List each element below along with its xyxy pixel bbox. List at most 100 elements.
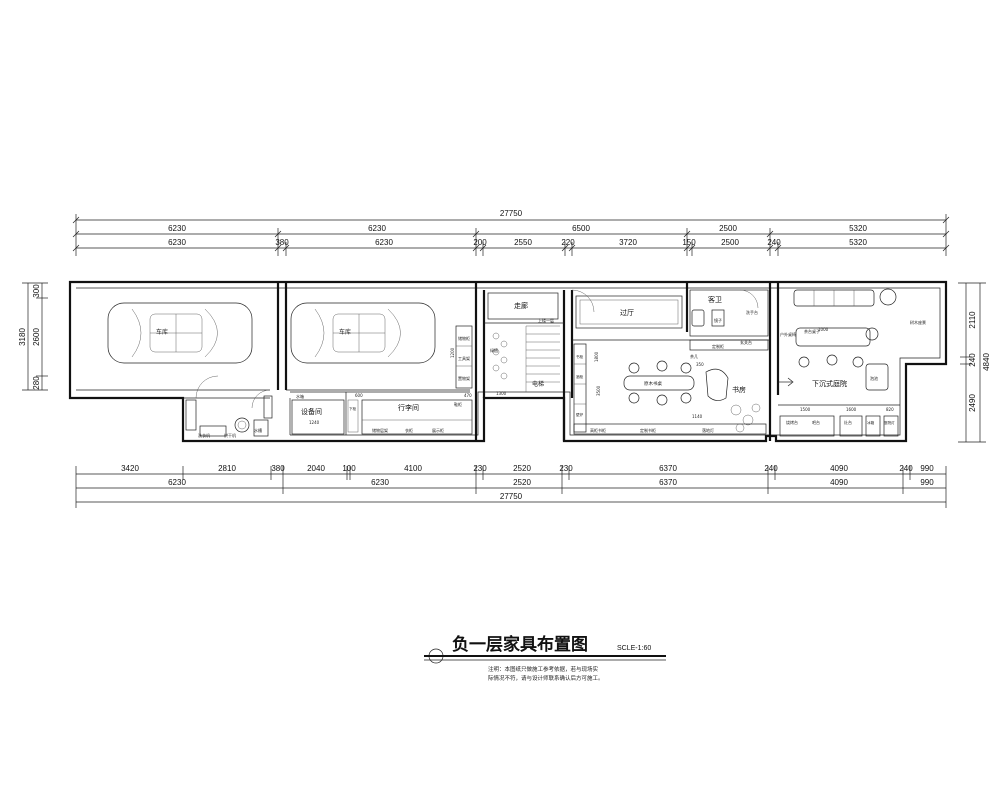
title-block: 负一层家具布置图 SCLE-1:60 注明：本图纸只做施工参考依据，若与现场实 … — [424, 634, 666, 682]
dim-left-3: 280 — [32, 376, 41, 390]
garage-2: 车库 储物柜 工具架 置物架 — [290, 302, 473, 389]
right-dimensions: 2110 240 4840 2490 — [958, 282, 991, 443]
dim-1500: 1500 — [800, 407, 811, 412]
dim-top-r2-9: 240 — [767, 238, 781, 247]
dim-bot-r1-7: 2520 — [513, 464, 531, 473]
dim-3500: 3500 — [596, 385, 601, 396]
drawing-title: 负一层家具布置图 — [452, 634, 588, 655]
dim-bot-r1-6: 230 — [473, 464, 487, 473]
dim-bot-r1-0: 3420 — [121, 464, 139, 473]
dim-top-total: 27750 — [500, 209, 523, 218]
shoe-cab-label: 鞋柜 — [454, 401, 462, 407]
dim-top-r1-2: 6500 — [572, 224, 590, 233]
outdoor-label: 户外桌椅 — [780, 331, 796, 337]
equipment-label: 设备间 — [301, 407, 322, 416]
dim-bot-r1-11: 4090 — [830, 464, 848, 473]
dim-top-r1-0: 6230 — [168, 224, 186, 233]
tea-table-label: 茶台桌子 — [804, 328, 820, 334]
dim-350: 350 — [696, 362, 704, 367]
lower-cab-label: 下柜 — [349, 406, 357, 411]
study: 书柜 酒柜 定制柜 原木书桌 书房 1800 1140 高柜书柜 定制书柜 落地… — [573, 339, 769, 435]
note-line-1: 注明：本图纸只做施工参考依据，若与现场实 — [488, 665, 599, 673]
dim-bot-r1-4: 100 — [342, 464, 356, 473]
mirror-label: 镜子 — [714, 317, 722, 323]
elevator-label: 电梯 — [532, 380, 544, 388]
sunken-garden-label: 下沉式庭院 — [812, 379, 847, 388]
car-icon — [107, 302, 253, 364]
garage-1-label: 车库 — [156, 328, 168, 336]
sunken-garden: 树木座景 茶台桌子 1000 户外桌椅 泡池 下沉式庭院 1500 1600 8… — [778, 288, 926, 437]
bar-label: 吧台 — [812, 419, 820, 425]
study-label: 书房 — [732, 385, 746, 394]
hall: 过厅 — [571, 289, 683, 329]
dim-bot-r2-2: 2520 — [513, 478, 531, 487]
dim-bot-r1-5: 4100 — [404, 464, 422, 473]
top-dimensions: 27750 6230 6230 6500 2500 5320 6230 380 … — [72, 209, 950, 256]
dim-left-0: 300 — [32, 284, 41, 298]
spa-label: 泡池 — [870, 375, 878, 381]
luggage-room: 行李间 600 470 储物层架 衣柜 展示柜 鞋柜 — [355, 393, 473, 435]
garden-light-label: 庭院灯 — [884, 420, 895, 425]
wine-cab-label: 酒柜 — [576, 374, 584, 379]
dim-820: 820 — [886, 407, 894, 412]
dim-600: 600 — [355, 393, 363, 398]
washer-label: 洗衣机 — [198, 432, 210, 438]
dim-top-r2-10: 5320 — [849, 238, 867, 247]
dim-top-r1-4: 5320 — [849, 224, 867, 233]
coffee-label: 茶几 — [690, 353, 698, 359]
dim-top-r2-3: 200 — [473, 238, 487, 247]
dim-bot-r1-10: 240 — [764, 464, 778, 473]
wash-label: 洗手台 — [746, 309, 758, 315]
custom-cab-label: 定制柜 — [712, 343, 724, 349]
dim-top-r1-1: 6230 — [368, 224, 386, 233]
dim-bot-r1-9: 6370 — [659, 464, 677, 473]
console-label: 玄关台 — [740, 339, 752, 345]
shelf-bottom-label: 定制书柜 — [640, 427, 656, 433]
sink-label: 水槽 — [254, 427, 262, 433]
left-dimensions: 300 2600 3180 280 — [18, 282, 48, 391]
dim-top-r1-3: 2500 — [719, 224, 737, 233]
dim-bot-r2-1: 6230 — [371, 478, 389, 487]
corridor: 走廊 上楼一层 电梯 绿植 — [487, 292, 560, 392]
dim-bot-r2-5: 990 — [920, 478, 934, 487]
dim-left-2: 3180 — [18, 328, 27, 346]
dim-1200: 1200 — [450, 347, 455, 358]
guest-wc-label: 客卫 — [708, 295, 722, 304]
garage-1: 车库 — [107, 302, 253, 364]
stove-label: 灶台 — [844, 419, 852, 425]
dryer-label: 烘干机 — [224, 432, 236, 438]
dim-bot-r2-4: 4090 — [830, 478, 848, 487]
stair-up-label: 上楼一层 — [538, 317, 554, 323]
dim-top-r2-8: 2500 — [721, 238, 739, 247]
dim-bot-r1-2: 380 — [271, 464, 285, 473]
tank-label: 水箱 — [296, 393, 304, 399]
dim-1800: 1800 — [594, 351, 599, 362]
dim-right-2: 4840 — [982, 353, 991, 371]
desk-label: 原木书桌 — [644, 380, 662, 387]
dim-top-r2-6: 3720 — [619, 238, 637, 247]
dim-top-r2-5: 220 — [561, 238, 575, 247]
dim-bot-r2-0: 6230 — [168, 478, 186, 487]
dim-top-r2-7: 150 — [682, 238, 696, 247]
dim-left-1: 2600 — [32, 328, 41, 346]
drawing-scale: SCLE-1:60 — [617, 645, 651, 652]
equipment-room: 设备间 1240 水箱 下柜 — [291, 393, 359, 435]
dim-bot-total: 27750 — [500, 492, 523, 501]
dim-bot-r2-3: 6370 — [659, 478, 677, 487]
tool-rack-label: 工具架 — [458, 355, 470, 361]
dim-top-r2-1: 380 — [275, 238, 289, 247]
dim-1140: 1140 — [692, 414, 703, 419]
tree-label: 绿植 — [490, 347, 498, 353]
fireplace-label: 壁炉 — [576, 412, 584, 417]
hall-label: 过厅 — [620, 308, 634, 317]
storage-cab-label: 储物柜 — [458, 335, 470, 341]
lower-left-service: 洗衣机 烘干机 水槽 — [185, 375, 273, 438]
dim-1240: 1240 — [309, 420, 320, 425]
dim-bot-r1-3: 2040 — [307, 464, 325, 473]
dim-right-1: 240 — [968, 353, 977, 367]
garage-2-label: 车库 — [339, 328, 351, 336]
grill-label: 烧烤台 — [786, 419, 798, 425]
dim-right-3: 2490 — [968, 394, 977, 412]
shelf-long-label: 高柜书柜 — [590, 427, 606, 433]
dim-right-0: 2110 — [968, 311, 977, 329]
